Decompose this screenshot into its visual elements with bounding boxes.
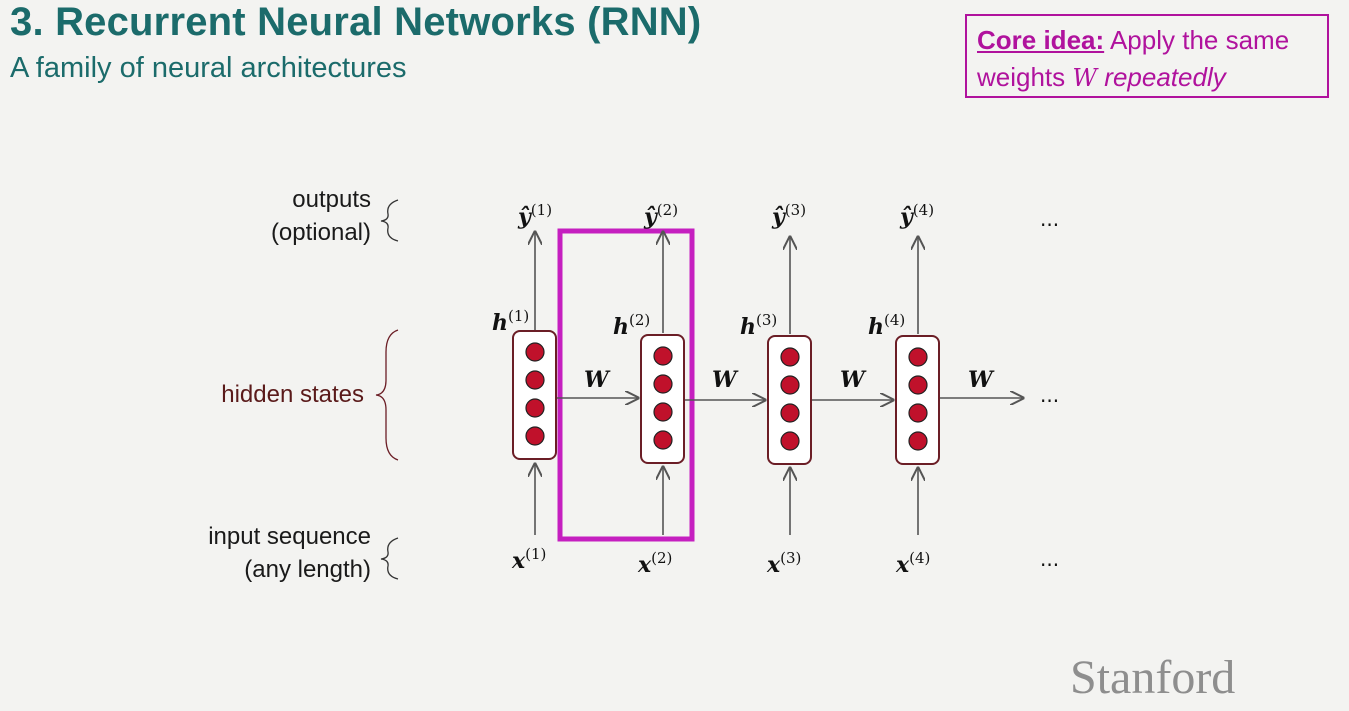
hidden-label-2: h(2)	[613, 311, 650, 340]
slide-subtitle: A family of neural architectures	[10, 52, 407, 84]
output-label-4: ŷ(4)	[899, 201, 934, 230]
stanford-logo: Stanford	[1070, 651, 1236, 704]
output-ellipsis: ...	[1040, 207, 1059, 231]
core-idea-text-before: Apply the same	[1109, 25, 1290, 55]
hidden-states-label: hidden states	[221, 381, 364, 408]
input-label-2: x(2)	[637, 549, 672, 578]
core-idea-text-weights: weights	[977, 62, 1066, 92]
hidden-brace-icon	[375, 329, 399, 461]
core-idea-text-after: repeatedly	[1104, 62, 1226, 92]
neuron	[653, 346, 673, 366]
timestep-4: ŷ(4) h(4) x(4)	[868, 201, 940, 578]
outputs-optional-label: (optional)	[271, 219, 371, 246]
input-brace-icon	[380, 537, 399, 580]
outputs-label: outputs	[292, 186, 371, 213]
core-idea-box: Core idea: Apply the same weights W repe…	[965, 14, 1329, 98]
weight-label-2: W	[712, 367, 739, 393]
weight-label-4: W	[968, 367, 995, 393]
hidden-cell-3	[767, 335, 812, 465]
input-length-label: (any length)	[244, 556, 371, 583]
neuron	[780, 403, 800, 423]
neuron	[653, 430, 673, 450]
hidden-ellipsis: ...	[1040, 383, 1059, 407]
weight-label-1: W	[584, 367, 611, 393]
neuron	[525, 398, 545, 418]
weight-label-3: W	[840, 367, 867, 393]
output-label-3: ŷ(3)	[771, 201, 806, 230]
neuron	[780, 375, 800, 395]
neuron	[908, 403, 928, 423]
neuron	[525, 370, 545, 390]
neuron	[908, 375, 928, 395]
output-label-2: ŷ(2)	[643, 201, 678, 230]
hidden-cell-4	[895, 335, 940, 465]
input-ellipsis: ...	[1040, 547, 1059, 571]
input-label-4: x(4)	[895, 549, 930, 578]
neuron	[908, 347, 928, 367]
hidden-cell-2	[640, 334, 685, 464]
input-label-1: x(1)	[511, 545, 546, 574]
timestep-1: ŷ(1) h(1) x(1)	[492, 201, 557, 574]
hidden-label-1: h(1)	[492, 307, 529, 336]
outputs-brace-icon	[380, 199, 399, 242]
input-sequence-label: input sequence	[208, 523, 371, 550]
timestep-2: ŷ(2) h(2) x(2)	[613, 201, 685, 578]
hidden-label-3: h(3)	[740, 311, 777, 340]
neuron	[653, 402, 673, 422]
neuron	[908, 431, 928, 451]
hidden-label-4: h(4)	[868, 311, 905, 340]
neuron	[780, 347, 800, 367]
neuron	[525, 426, 545, 446]
highlight-box	[557, 228, 695, 542]
output-label-1: ŷ(1)	[517, 201, 552, 230]
core-idea-symbol: W	[1072, 64, 1098, 92]
timestep-3: ŷ(3) h(3) x(3)	[740, 201, 812, 578]
slide-title: 3. Recurrent Neural Networks (RNN)	[10, 0, 702, 44]
core-idea-label: Core idea:	[977, 25, 1105, 55]
neuron	[780, 431, 800, 451]
input-label-3: x(3)	[766, 549, 801, 578]
neuron	[653, 374, 673, 394]
neuron	[525, 342, 545, 362]
hidden-cell-1	[512, 330, 557, 460]
